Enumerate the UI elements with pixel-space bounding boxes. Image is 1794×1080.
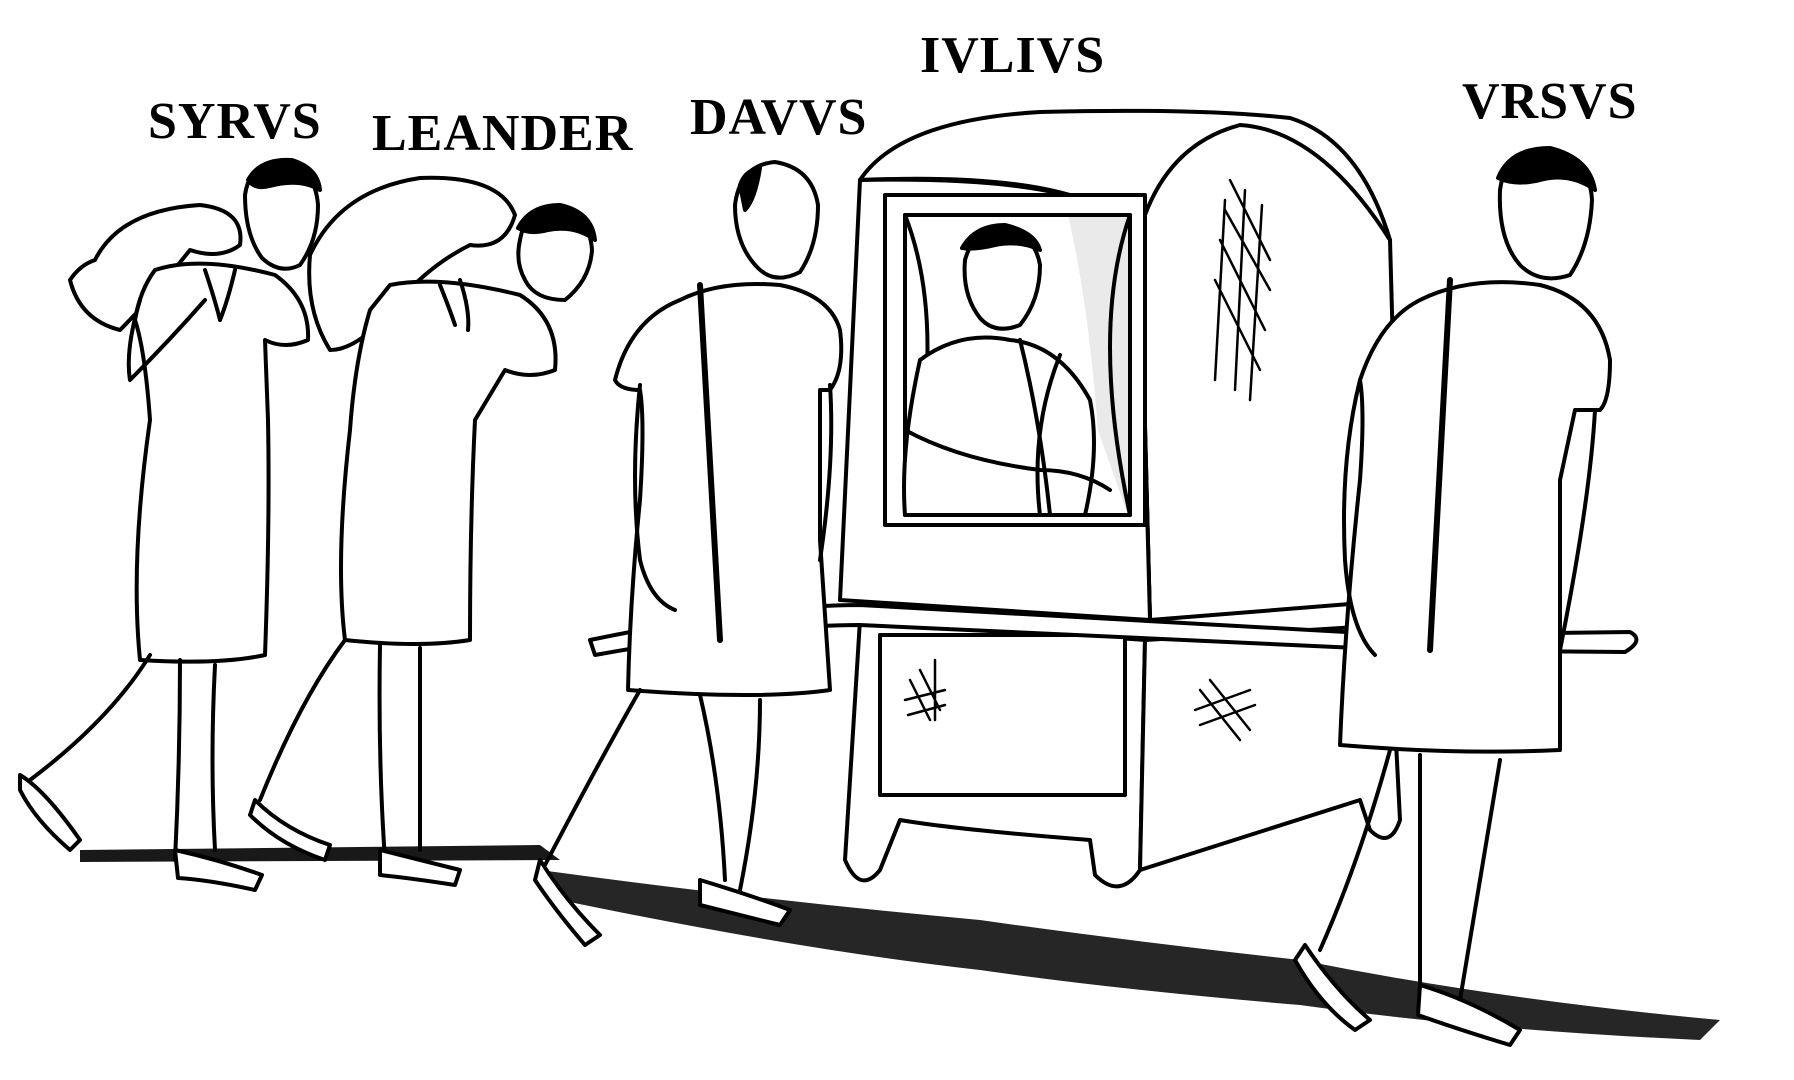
figure-ursus: [1293, 146, 1612, 1047]
figure-iulius: [902, 223, 1112, 517]
name-label-davus: DAVVS: [690, 89, 868, 146]
name-label-iulius: IVLIVS: [920, 27, 1106, 84]
figure-davus: [533, 160, 844, 947]
figure-syrus: [18, 157, 322, 892]
figure-leander: [248, 175, 597, 887]
name-label-ursus: VRSVS: [1462, 73, 1638, 130]
name-label-leander: LEANDER: [372, 105, 634, 162]
name-label-syrus: SYRVS: [148, 93, 322, 150]
litter: [588, 108, 1639, 889]
